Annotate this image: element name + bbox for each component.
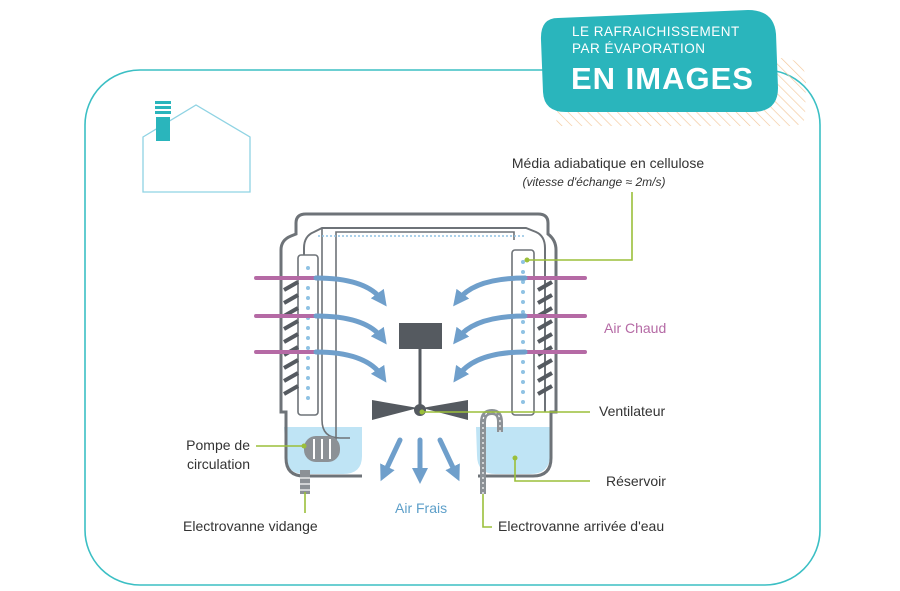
louvre-slat	[537, 358, 553, 370]
fan	[372, 323, 468, 420]
fan-motor	[399, 323, 442, 349]
media-dot	[306, 266, 310, 270]
louvre-slat	[283, 332, 299, 344]
louvre-slat	[537, 371, 553, 383]
fan-blade-left	[372, 400, 418, 420]
media-dot	[521, 370, 525, 374]
louvre-slat	[283, 293, 299, 305]
unit-inner-channel	[303, 227, 546, 412]
louvre-slat	[283, 358, 299, 370]
media-dot	[521, 340, 525, 344]
water-right	[476, 427, 550, 474]
banner-line2: PAR ÉVAPORATION	[572, 41, 706, 56]
louvre-slat	[537, 332, 553, 344]
fan-blade-right	[422, 400, 468, 420]
callout-dots	[301, 257, 530, 461]
media-dot	[521, 360, 525, 364]
media-dot	[521, 300, 525, 304]
louvre-slat	[283, 384, 299, 396]
louvres-left	[283, 280, 299, 396]
media-dot	[521, 320, 525, 324]
media-dot	[306, 356, 310, 360]
callout-lines	[256, 192, 633, 528]
drain-valve	[300, 470, 310, 494]
media-dot	[521, 310, 525, 314]
banner-background	[540, 10, 778, 112]
louvre-slat	[537, 280, 553, 292]
media-dot	[521, 280, 525, 284]
media-dot	[521, 400, 525, 404]
banner-title: EN IMAGES	[571, 61, 754, 96]
media-dot	[306, 306, 310, 310]
media-dot	[306, 286, 310, 290]
louvre-slat	[537, 319, 553, 331]
louvre-slat	[283, 280, 299, 292]
louvre-slat	[283, 371, 299, 383]
label-air-chaud: Air Chaud	[604, 320, 666, 336]
louvre-slat	[283, 319, 299, 331]
media-dot	[306, 366, 310, 370]
media-dot	[521, 260, 525, 264]
media-dot	[306, 326, 310, 330]
label-ventilateur: Ventilateur	[599, 403, 665, 419]
label-media: Média adiabatique en cellulose	[512, 155, 704, 171]
banner-line1: LE RAFRAICHISSEMENT	[572, 24, 740, 39]
media-dot	[521, 290, 525, 294]
media-dots-right	[521, 260, 525, 404]
media-dot	[306, 296, 310, 300]
outer-frame	[84, 69, 821, 586]
media-dot	[306, 376, 310, 380]
house-icon	[142, 101, 251, 193]
label-reservoir: Réservoir	[606, 473, 666, 489]
media-dot	[521, 330, 525, 334]
louvre-slat	[537, 384, 553, 396]
label-electrovanne-vidange: Electrovanne vidange	[183, 518, 318, 534]
label-pompe-line1: Pompe de	[186, 437, 250, 453]
label-electrovanne-arrivee: Electrovanne arrivée d'eau	[498, 518, 664, 534]
pump	[304, 436, 340, 462]
media-dot	[521, 270, 525, 274]
label-pompe-line2: circulation	[187, 456, 250, 472]
hot-air-lines	[254, 276, 587, 354]
louvres-right	[537, 280, 553, 396]
label-media-sub: (vitesse d'échange ≈ 2m/s)	[523, 175, 666, 189]
label-air-frais: Air Frais	[395, 500, 447, 516]
airflow-arrows-in	[313, 275, 528, 383]
media-dot	[521, 380, 525, 384]
louvre-slat	[537, 293, 553, 305]
media-dot	[306, 396, 310, 400]
media-dot	[306, 386, 310, 390]
airflow-arrows-out	[380, 437, 460, 485]
media-dot	[521, 390, 525, 394]
media-dot	[306, 346, 310, 350]
media-dot	[306, 336, 310, 340]
